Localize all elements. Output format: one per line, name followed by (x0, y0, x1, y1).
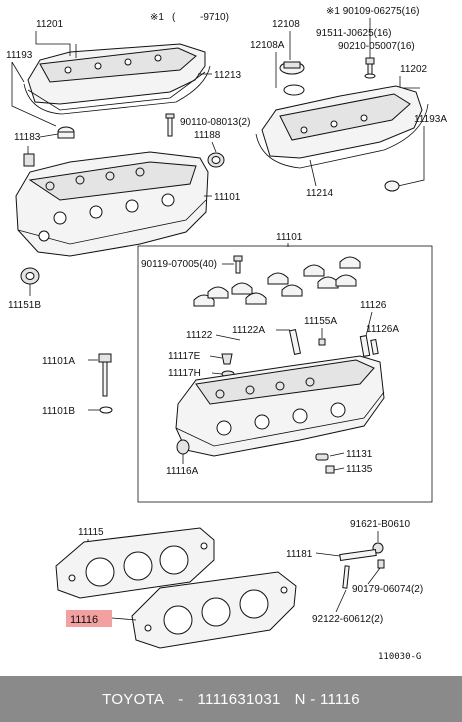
label-11122A: 11122A (232, 325, 265, 336)
header-mark: ※1 (150, 12, 164, 23)
label-11126: 11126 (360, 300, 387, 311)
plug-11151B (20, 267, 40, 285)
label-11183: 11183 (14, 132, 41, 143)
label-11181: 11181 (286, 549, 313, 560)
leader-11135 (333, 467, 345, 471)
cover-bolt (364, 57, 376, 79)
label-91621: 91621-B0610 (350, 519, 410, 530)
gasket-11116 (131, 571, 297, 649)
footer-brand: TOYOTA (102, 690, 165, 708)
leader-11193A (397, 126, 425, 187)
label-11101A: 11101A (42, 356, 75, 367)
label-11101: 11101 (214, 192, 241, 203)
diagram-code: 110030-G (378, 652, 421, 662)
label-90119: 90119-07005(40) (141, 259, 217, 270)
leader-11181 (315, 552, 341, 557)
label-12108A: 12108A (250, 40, 285, 51)
oil-filler-cap (279, 61, 305, 96)
leader-11193 (11, 62, 57, 127)
label-11188: 11188 (194, 130, 221, 141)
label-11214: 11214 (306, 188, 334, 199)
plug-11183 (23, 153, 35, 167)
label-11117H: 11117H (168, 368, 201, 379)
pin-11131 (315, 453, 329, 461)
leader-90179 (367, 567, 381, 585)
label-12108: 12108 (272, 19, 300, 30)
leader-11122 (215, 334, 241, 341)
label-11101B: 11101B (42, 406, 75, 417)
pin-90179 (377, 559, 385, 569)
label-90179: 90179-06074(2) (352, 584, 423, 595)
label-92122: 92122-60612(2) (312, 614, 383, 625)
washer-11101B (99, 406, 113, 414)
label-11155A: 11155A (304, 316, 337, 327)
footer-part-number: 1111631031 (197, 690, 281, 708)
label-11151B: 11151B (8, 300, 41, 311)
label-11193: 11193 (6, 50, 33, 61)
leader-92122 (335, 589, 347, 613)
stud-92122 (342, 565, 350, 589)
label-11131: 11131 (346, 449, 373, 460)
footer-separator: - (178, 690, 184, 708)
leader-11201 (35, 31, 71, 56)
leader-11116 (111, 617, 137, 621)
cylinder-head-assy (15, 151, 209, 257)
label-90110: 90110-08013(2) (180, 117, 250, 128)
label-11115: 11115 (78, 527, 104, 538)
header-paren: ( (172, 12, 176, 23)
label-11201: 11201 (36, 19, 64, 30)
label-11126A: 11126A (366, 324, 399, 335)
header-range: -9710) (200, 12, 229, 23)
pin-11135 (325, 465, 335, 474)
head-bolt (98, 353, 112, 397)
leader-11188 (211, 141, 217, 153)
stud-bolt-90110 (165, 113, 175, 137)
plug-11116A (176, 439, 190, 455)
label-11116A: 11116A (166, 466, 199, 477)
leader-11202 (399, 76, 420, 89)
label-11202: 11202 (400, 64, 428, 75)
label-91511: 91511-J0625(16) (316, 28, 391, 39)
bracket-11181 (339, 548, 377, 562)
parts-diagram: ※1 ( -9710) 11201 11193 11213 11183 9011… (6, 6, 447, 662)
label-90109: ※1 90109-06275(16) (326, 6, 419, 17)
footer-suffix: N - 11116 (294, 690, 360, 708)
highlight-11116 (66, 610, 112, 627)
bearing-caps (193, 256, 361, 307)
bearing-cap-bolt (233, 255, 243, 274)
label-11213: 11213 (214, 70, 242, 81)
valve-guide-bushing (288, 329, 302, 355)
label-11193A: 11193A (414, 114, 447, 125)
leader-11117H (211, 372, 223, 375)
label-11101-box: 11101 (276, 232, 303, 243)
plug-11117E (221, 353, 233, 365)
gasket-11115 (55, 527, 215, 599)
pin-11155A (318, 338, 326, 346)
label-11122: 11122 (186, 330, 213, 341)
leader-11131 (329, 452, 345, 457)
leader-11117E (209, 355, 223, 359)
cylinder-head-cover-right (255, 85, 429, 169)
leader-11126 (365, 311, 373, 337)
guide-11126 (359, 335, 379, 357)
cylinder-head-cover-left (23, 43, 211, 115)
footer-bar: TOYOTA - 1111631031 N - 11116 (0, 676, 462, 722)
label-11135: 11135 (346, 464, 373, 475)
detail-box (137, 245, 433, 503)
seal-11188 (207, 152, 225, 168)
cylinder-head-detail (175, 355, 385, 457)
label-90210: 90210-05007(16) (338, 41, 415, 52)
grommet-11193A (384, 180, 400, 192)
leader-11193-b (11, 61, 25, 83)
leader-11214 (309, 159, 317, 187)
leader-11183 (39, 133, 59, 138)
grommet-11183 (57, 126, 75, 139)
label-11116: 11116 (70, 614, 98, 626)
label-11117E: 11117E (168, 351, 201, 362)
